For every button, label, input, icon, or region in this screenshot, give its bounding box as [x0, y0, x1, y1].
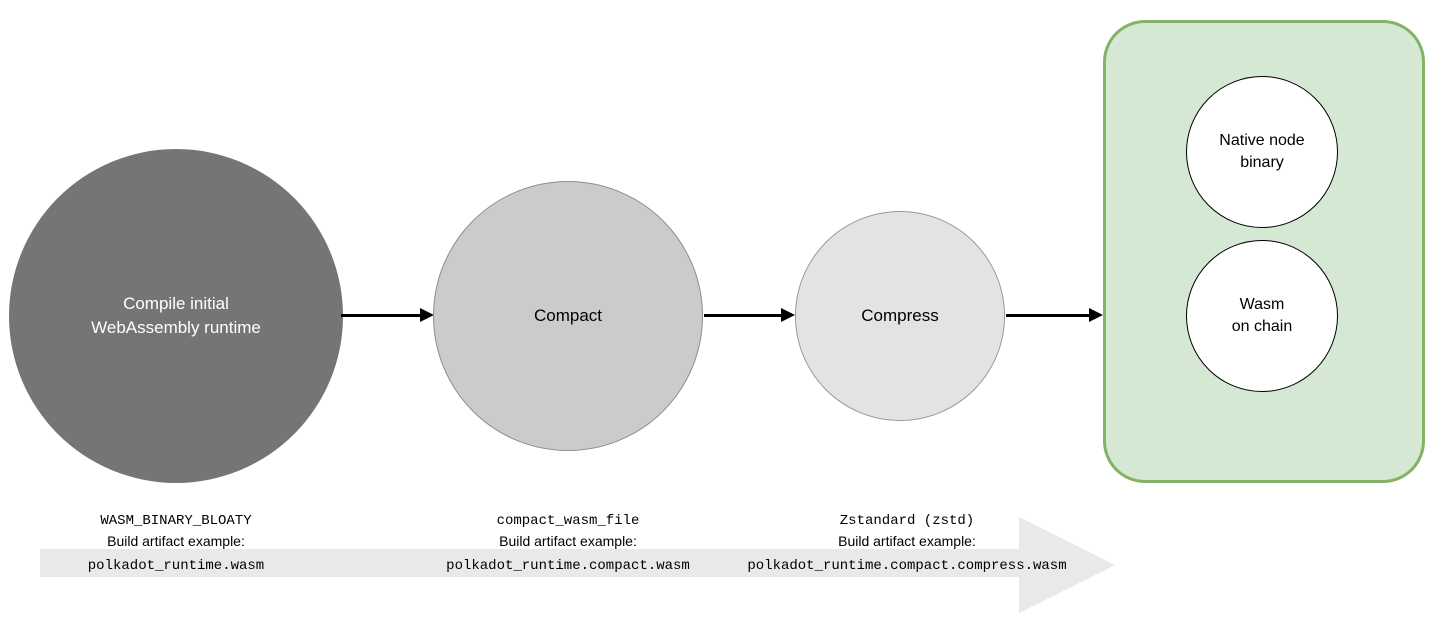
flow-arrow-compact-to-compress: [704, 308, 795, 322]
stage-compact-label: Compact: [533, 306, 603, 325]
stage-circle-compress: Compress: [795, 211, 1005, 421]
artifact-variable: compact_wasm_file: [496, 513, 640, 529]
output-circle-native-node-binary: Native node binary: [1186, 76, 1338, 228]
artifact-annotation-zstd: Zstandard (zstd) Build artifact example:…: [687, 511, 1127, 577]
flow-arrow-compile-to-compact: [341, 308, 434, 322]
artifact-flow-arrowhead: [1019, 517, 1115, 613]
artifact-caption: Build artifact example:: [838, 533, 976, 549]
output-circle-wasm-on-chain: Wasm on chain: [1186, 240, 1338, 392]
output-wasm-label: Wasm on chain: [1231, 296, 1293, 335]
chain-container: Native node binary Wasm on chain: [1103, 20, 1425, 483]
artifact-variable: Zstandard (zstd): [839, 513, 975, 529]
artifact-caption: Build artifact example:: [499, 533, 637, 549]
artifact-variable: WASM_BINARY_BLOATY: [100, 513, 252, 529]
artifact-filename: polkadot_runtime.compact.compress.wasm: [747, 558, 1067, 574]
stage-compress-label: Compress: [861, 306, 939, 325]
output-native-label: Native node binary: [1219, 132, 1305, 171]
stage-circle-compile: Compile initial WebAssembly runtime: [9, 149, 343, 483]
artifact-annotation-compact: compact_wasm_file Build artifact example…: [348, 511, 788, 577]
artifact-annotation-bloaty: WASM_BINARY_BLOATY Build artifact exampl…: [0, 511, 396, 577]
artifact-filename: polkadot_runtime.wasm: [87, 558, 265, 574]
stage-circle-compact: Compact: [433, 181, 703, 451]
stage-compile-label: Compile initial WebAssembly runtime: [91, 294, 261, 337]
flow-arrow-compress-to-chain: [1006, 308, 1103, 322]
artifact-filename: polkadot_runtime.compact.wasm: [446, 558, 690, 574]
artifact-flow-band: [40, 549, 1020, 577]
artifact-caption: Build artifact example:: [107, 533, 245, 549]
